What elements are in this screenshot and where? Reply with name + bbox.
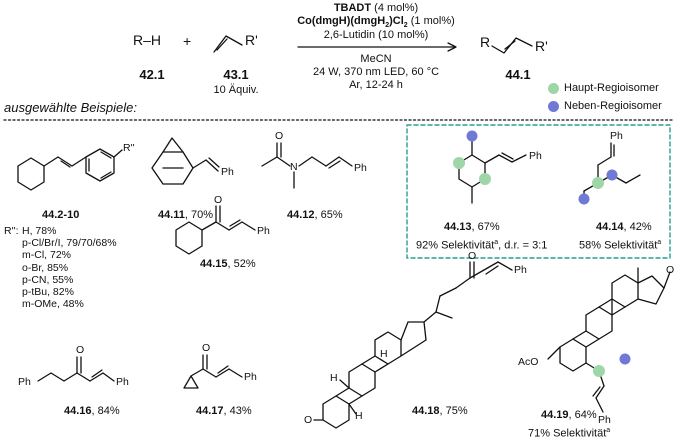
e12-n: N: [290, 161, 298, 173]
reaction-arrow: [297, 42, 457, 52]
e15-caption: 44.15, 52%: [200, 258, 256, 270]
e2-item: p-tBu, 82%: [22, 286, 74, 299]
e16-o: O: [76, 344, 85, 356]
structure-44-16: [37, 356, 115, 382]
equiv-text: 10 Äquiv.: [213, 84, 259, 96]
e2-substituent-list: H, 78% p-Cl/Br/I, 79/70/68% m-Cl, 72% o-…: [22, 225, 117, 310]
regioisomer-markers: [453, 130, 631, 377]
e2-r-heading: R'':: [4, 225, 19, 237]
label-43-1: 43.1: [223, 67, 249, 82]
minor-site-marker: [578, 193, 590, 205]
product-r: R: [480, 34, 491, 50]
e13-selectivity: 92% Selektivitäta, d.r. = 3:1: [416, 239, 548, 252]
e13-caption: 44.13, 67%: [444, 221, 500, 233]
e17-ph: Ph: [244, 371, 257, 383]
legend-major-dot: [548, 83, 559, 94]
product-r-prime: R': [535, 38, 548, 54]
major-site-marker: [453, 157, 465, 169]
condition-light: 24 W, 370 nm LED, 60 °C: [312, 66, 440, 78]
e12-caption: 44.12, 65%: [287, 209, 343, 221]
e2-item: H, 78%: [22, 225, 57, 237]
e17-caption: 44.17, 43%: [196, 405, 252, 417]
e14-selectivity: 58% Selektivitäta: [579, 239, 662, 252]
e17-o: O: [202, 342, 211, 354]
structure-44-11: [151, 137, 220, 185]
e16-ph-2: Ph: [116, 376, 129, 388]
e2-item: m-OMe, 48%: [22, 298, 84, 311]
e19-selectivity: 71% Selektivitäta: [528, 427, 611, 440]
condition-base: 2,6-Lutidin (10 mol%): [323, 29, 429, 41]
condition-solvent: MeCN: [360, 53, 392, 65]
e2-item: o-Br, 85%: [22, 261, 69, 274]
e13-ph: Ph: [529, 150, 542, 162]
minor-site-marker: [466, 130, 478, 142]
label-44-1: 44.1: [505, 67, 531, 82]
section-title: ausgewählte Beispiele:: [4, 100, 137, 115]
reactant-2-structure: [213, 35, 243, 53]
e18-o-top: O: [468, 250, 477, 262]
e2-r-substituent: R'': [123, 142, 135, 154]
e14-ph: Ph: [610, 130, 623, 142]
e18-h-2: H: [355, 410, 363, 422]
structure-44-18: [313, 261, 513, 429]
product-structure: [491, 37, 533, 54]
reactant-1: R–H: [133, 32, 162, 48]
major-site-marker: [592, 177, 604, 189]
e2-item: m-Cl, 72%: [22, 249, 72, 262]
structure-44-13: [458, 136, 527, 204]
e15-o: O: [214, 194, 223, 206]
e16-ph-1: Ph: [18, 376, 31, 388]
e16-caption: 44.16, 84%: [64, 405, 120, 417]
label-44-2-10: 44.2-10: [42, 209, 80, 221]
minor-site-marker: [619, 353, 631, 365]
legend-minor-dot: [548, 101, 559, 112]
legend-major-label: Haupt-Regioisomer: [564, 82, 659, 94]
e18-caption: 44.18, 75%: [412, 405, 468, 417]
e14-caption: 44.14, 42%: [596, 221, 652, 233]
e12-o: O: [275, 130, 284, 142]
e2-item: p-Cl/Br/I, 79/70/68%: [22, 237, 117, 250]
major-site-marker: [593, 365, 605, 377]
reactant-2-substituent: R': [245, 32, 258, 48]
e19-aco: AcO: [518, 356, 539, 368]
e18-h-1: H: [330, 372, 338, 384]
major-site-marker: [479, 173, 491, 185]
e19-o: O: [666, 264, 675, 276]
plus-sign: +: [183, 33, 192, 49]
e18-ph: Ph: [514, 264, 527, 276]
e19-ph: Ph: [598, 414, 611, 426]
structure-44-2: [17, 148, 123, 191]
legend-minor-label: Neben-Regioisomer: [564, 100, 662, 112]
e2-item: p-CN, 55%: [22, 273, 74, 286]
label-42-1: 42.1: [139, 67, 165, 82]
condition-cobalt: Co(dmgH)(dmgH2)Cl2 (1 mol%): [297, 15, 455, 30]
structure-44-17: [183, 354, 243, 389]
condition-atmosphere: Ar, 12-24 h: [349, 79, 403, 91]
highlight-box: [406, 124, 671, 259]
e12-ph: Ph: [354, 162, 367, 174]
e19-caption: 44.19, 64%: [541, 409, 597, 421]
e11-caption: 44.11, 70%: [158, 209, 214, 221]
structure-44-19: [547, 267, 671, 413]
e18-h-3: H: [380, 348, 388, 360]
structure-44-12: [261, 142, 353, 189]
e15-ph: Ph: [257, 225, 270, 237]
e18-o-bottom: O: [304, 414, 313, 426]
minor-site-marker: [606, 169, 618, 181]
e11-ph: Ph: [221, 166, 234, 178]
condition-catalyst: TBADT (4 mol%): [333, 2, 419, 14]
structure-44-15: [175, 205, 256, 255]
